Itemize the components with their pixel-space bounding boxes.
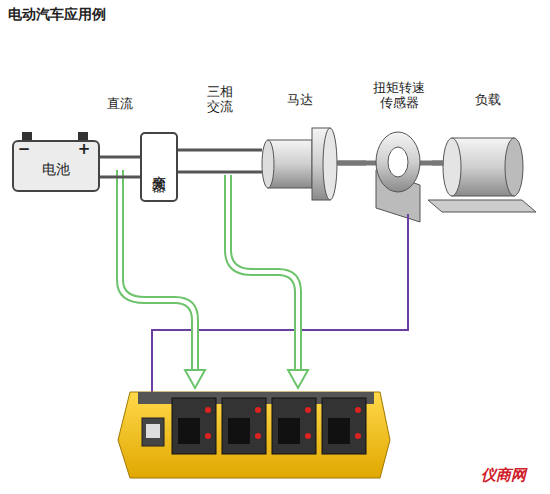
node-label: 负载 bbox=[444, 92, 532, 107]
battery-terminal bbox=[22, 132, 32, 140]
sensor-cable bbox=[152, 214, 408, 420]
node-label: 变频器 bbox=[152, 164, 167, 170]
load: 负载 bbox=[444, 92, 532, 212]
measurement-arrow bbox=[120, 170, 205, 388]
node-label: 电池 bbox=[42, 162, 70, 177]
battery-terminal bbox=[78, 132, 88, 140]
node-label: 马达 bbox=[262, 92, 338, 107]
motor-drawing bbox=[262, 128, 337, 200]
inverter-box: 变频器 bbox=[140, 132, 178, 202]
edge-label: 三相 交流 bbox=[205, 84, 235, 114]
power-analyzer bbox=[118, 392, 390, 478]
load-drawing bbox=[428, 138, 536, 212]
motor: 马达 bbox=[262, 92, 338, 204]
dc-wires bbox=[100, 157, 140, 177]
shaft bbox=[338, 161, 366, 166]
terminal-sign: + bbox=[76, 142, 92, 157]
measurement-arrow bbox=[228, 175, 308, 388]
shaft bbox=[432, 161, 444, 166]
sensor-drawing bbox=[376, 132, 420, 222]
watermark: 仪商网 bbox=[468, 468, 538, 483]
title: 电动汽车应用例 bbox=[8, 6, 106, 24]
edge-label: 直流 bbox=[100, 96, 140, 111]
node-label: 扭矩转速 传感器 bbox=[366, 80, 432, 110]
torque-sensor: 扭矩转速 传感器 bbox=[366, 80, 432, 220]
terminal-sign: − bbox=[16, 142, 32, 157]
ac-wires bbox=[178, 150, 262, 172]
